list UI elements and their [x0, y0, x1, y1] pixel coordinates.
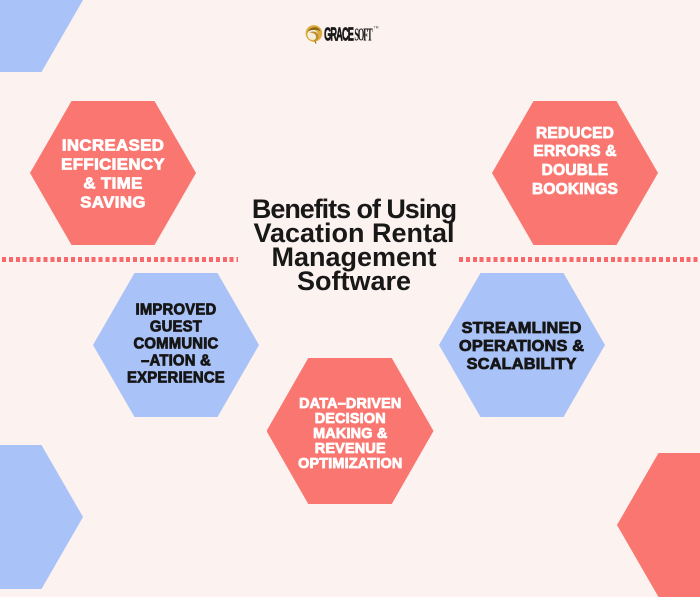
- svg-text:SOFT: SOFT: [354, 25, 373, 46]
- svg-text:GRACE: GRACE: [324, 25, 354, 45]
- svg-text:TM: TM: [374, 26, 379, 30]
